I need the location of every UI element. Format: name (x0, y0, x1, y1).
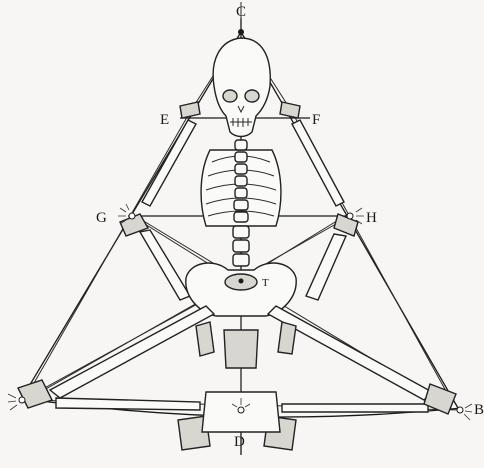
left-tibia (56, 398, 200, 410)
right-tibia (282, 404, 428, 412)
label-e: E (160, 112, 169, 128)
apex-point (238, 29, 244, 35)
label-d: D (234, 434, 245, 450)
e-to-left-knee-line (30, 112, 190, 390)
label-t: T (262, 277, 269, 289)
label-g: G (96, 210, 107, 226)
labels: C E F G H T D B (96, 2, 484, 450)
skeleton (18, 38, 456, 450)
left-femur (50, 306, 214, 398)
left-eye-socket (223, 90, 237, 102)
left-corner-point (19, 397, 25, 403)
label-b: B (474, 402, 484, 418)
right-corner-ray-burst (464, 404, 472, 420)
point-g (129, 213, 135, 219)
right-forearm (306, 234, 346, 300)
right-humerus (292, 120, 344, 206)
left-corner-ray-burst (8, 394, 17, 410)
right-eye-socket (245, 90, 259, 102)
label-f: F (312, 112, 320, 128)
left-hand (196, 322, 214, 356)
lower-spine-block (224, 330, 258, 368)
label-h: H (366, 210, 377, 226)
right-shoulder-block (280, 102, 300, 118)
point-h (347, 213, 353, 219)
right-corner-point (457, 407, 463, 413)
left-humerus (142, 120, 196, 206)
point-d (238, 407, 244, 413)
center-point-t (239, 279, 244, 284)
left-shoulder-block (180, 102, 200, 118)
left-forearm (140, 230, 190, 300)
left-knee-block (18, 380, 52, 408)
spine (233, 140, 249, 266)
right-hand (278, 322, 296, 354)
right-elbow-block (334, 214, 358, 236)
